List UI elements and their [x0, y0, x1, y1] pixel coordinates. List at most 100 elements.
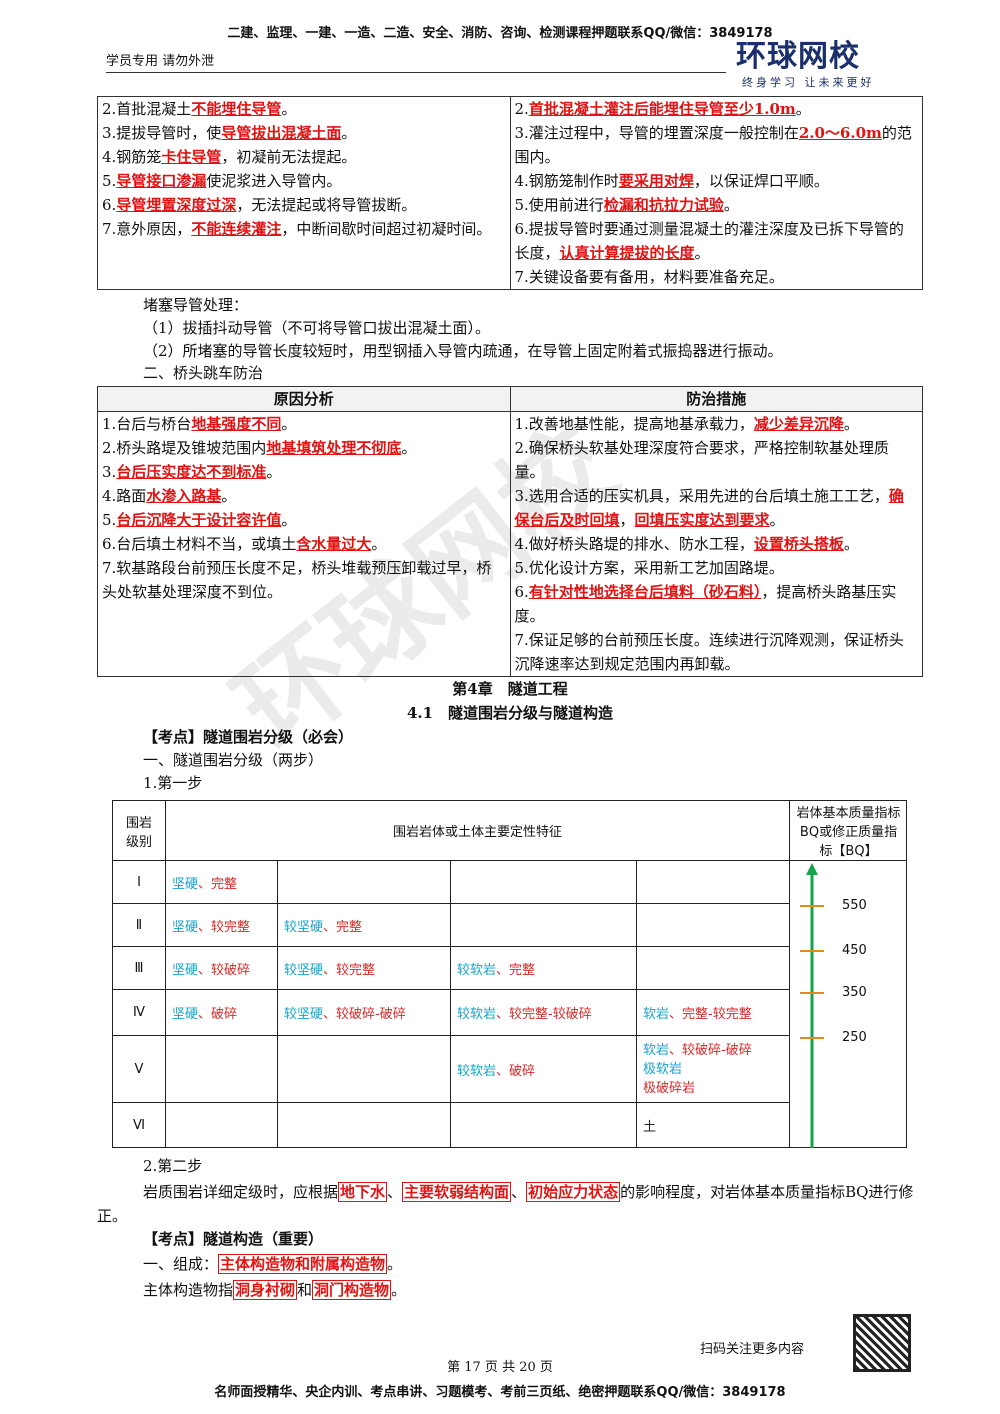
feature-cell	[637, 947, 790, 990]
feature-cell	[278, 1036, 451, 1103]
bq-tick-label: 250	[842, 1030, 867, 1045]
bq-arrow-icon	[800, 863, 824, 1148]
grade-header-text: 围岩级别	[125, 815, 152, 850]
feature-text: 、完整-较完整	[669, 1007, 752, 1022]
feature-cell: 土	[637, 1103, 790, 1148]
punctuation: 。	[391, 1281, 407, 1299]
measure-line: 5.优化设计方案，采用新工艺加固路堤。	[514, 559, 784, 577]
feature-cell: 坚硬、较完整	[166, 904, 278, 947]
feature-text: 极软岩	[643, 1061, 683, 1077]
cause-line: 2.首批混凝土不能埋住导管。	[102, 100, 297, 118]
feature-text: 坚硬	[172, 876, 199, 892]
cause-line: 1.台后与桥台地基强度不同。	[102, 415, 297, 433]
main-structure-line: 主体构造物指洞身衬砌和洞门构造物。	[143, 1278, 923, 1302]
feature-cell	[451, 1103, 637, 1148]
qr-code-icon[interactable]	[853, 1314, 911, 1372]
bq-header-text: 岩体基本质量指标BQ或修正质量指标【BQ】	[796, 806, 901, 859]
feature-text: 软岩	[643, 1007, 670, 1022]
bq-scale: 550 450 350 250	[790, 861, 907, 1148]
feature-cell: 较软岩、完整	[451, 947, 637, 990]
feature-text: 、破碎	[496, 1063, 536, 1079]
cause-line: 7.软基路段台前预压长度不足，桥头堆载预压卸载过早，桥头处软基处理深度不到位。	[102, 559, 492, 601]
kaodian-heading: 【考点】隧道构造（重要）	[143, 1230, 324, 1248]
cause-line: 2.桥头路堤及锥坡范围内地基填筑处理不彻底。	[102, 439, 417, 457]
keyword-box: 初始应力状态	[526, 1182, 621, 1202]
measure-line: 4.做好桥头路堤的排水、防水工程，设置桥头搭板。	[514, 535, 859, 553]
feature-cell: 较坚硬、较完整	[278, 947, 451, 990]
feature-text: 极破碎岩	[643, 1080, 696, 1096]
logo-brand-text: 环球网校	[736, 39, 860, 74]
feature-cell	[278, 1103, 451, 1148]
feature-header: 围岩岩体或土体主要定性特征	[166, 801, 790, 861]
cause-line: 6.台后填土材料不当，或填土含水量过大。	[102, 535, 387, 553]
measure-line: 2.确保桥头软基处理深度符合要求，严格控制软基处理质量。	[514, 439, 889, 481]
grade-cell: Ⅱ	[113, 904, 166, 947]
section-title: 4.1 隧道围岩分级与隧道构造	[406, 704, 614, 722]
bridge-jump-table: 原因分析 防治措施 1.台后与桥台地基强度不同。 2.桥头路堤及锥坡范围内地基填…	[97, 386, 923, 677]
step-2-text: 岩质围岩详细定级时，应根据	[143, 1183, 339, 1201]
step-2-text: 的影响程度，对岩体基本质量指标BQ进行修正。	[97, 1183, 914, 1225]
chapter-title: 第4章 隧道工程	[452, 680, 568, 698]
measure-line: 3.灌注过程中，导管的埋置深度一般控制在2.0～6.0m的范围内。	[514, 124, 912, 166]
feature-cell: 坚硬、较破碎	[166, 947, 278, 990]
separator: 、	[511, 1183, 527, 1201]
bq-tick-label: 450	[842, 943, 867, 958]
feature-text: 较坚硬	[284, 919, 324, 935]
composition-text: 一、组成：	[143, 1255, 219, 1273]
keyword-box: 主体构造物和附属构造物	[218, 1254, 388, 1274]
bq-tick-label: 350	[842, 985, 867, 1000]
cause-line: 6.导管埋置深度过深，无法提起或将导管拔断。	[102, 196, 417, 214]
column-header-cause: 原因分析	[97, 386, 511, 412]
blockage-item-1: （1）拔插抖动导管（不可将导管口拔出混凝土面）。	[143, 319, 491, 337]
feature-cell: 较坚硬、较破碎-破碎	[278, 990, 451, 1036]
feature-text: 较软岩	[457, 1007, 497, 1022]
feature-text: 、完整	[323, 919, 363, 935]
feature-text: 、完整	[496, 962, 536, 978]
cause-cell: 2.首批混凝土不能埋住导管。 3.提拔导管时，使导管拔出混凝土面。 4.钢筋笼卡…	[97, 96, 511, 290]
grade-cell: Ⅳ	[113, 990, 166, 1036]
feature-cell: 较软岩、破碎	[451, 1036, 637, 1103]
feature-text: 较坚硬	[284, 962, 324, 978]
measure-line: 3.选用合适的压实机具，采用先进的台后填土施工工艺，确保台后及时回填，回填压实度…	[514, 487, 904, 529]
feature-cell: 软岩、完整-较完整	[637, 990, 790, 1036]
keyword-box: 洞门构造物	[312, 1280, 392, 1300]
feature-cell	[451, 861, 637, 904]
measure-line: 5.使用前进行检漏和抗拉力试验。	[514, 196, 739, 214]
brand-logo: 环球网校 终身学习 让未来更好	[736, 40, 916, 92]
measure-cell: 1.改善地基性能，提高地基承载力，减少差异沉降。 2.确保桥头软基处理深度符合要…	[509, 411, 923, 677]
cause-line: 5.台后沉降大于设计容许值。	[102, 511, 297, 529]
student-note: 学员专用 请勿外泄	[106, 54, 215, 69]
feature-cell: 较坚硬、完整	[278, 904, 451, 947]
feature-text: 、较完整	[323, 962, 376, 978]
feature-cell	[637, 904, 790, 947]
feature-cell: 坚硬、破碎	[166, 990, 278, 1036]
feature-cell	[451, 904, 637, 947]
feature-text: 、较破碎-破碎	[669, 1042, 752, 1058]
cause-line: 7.意外原因，不能连续灌注，中断间歇时间超过初凝时间。	[102, 220, 492, 238]
feature-text: 较软岩	[457, 962, 497, 978]
feature-text: 坚硬	[172, 1007, 199, 1022]
feature-text: 、完整	[198, 876, 238, 892]
feature-cell	[637, 861, 790, 904]
feature-cell	[278, 861, 451, 904]
cause-line: 4.钢筋笼卡住导管，初凝前无法提起。	[102, 148, 357, 166]
feature-cell: 软岩、较破碎-破碎 极软岩 极破碎岩	[637, 1036, 790, 1103]
grade-cell: Ⅵ	[113, 1103, 166, 1148]
step-1-label: 1.第一步	[143, 774, 203, 792]
keyword-box: 地下水	[338, 1182, 388, 1202]
feature-text: 、较完整	[198, 919, 251, 935]
measure-cell: 2.首批混凝土灌注后能埋住导管至少1.0m。 3.灌注过程中，导管的埋置深度一般…	[509, 96, 923, 290]
cause-line: 3.台后压实度达不到标准。	[102, 463, 282, 481]
step-2-paragraph: 岩质围岩详细定级时，应根据地下水、主要软弱结构面、初始应力状态的影响程度，对岩体…	[97, 1180, 923, 1228]
feature-text: 坚硬	[172, 919, 199, 935]
composition-line: 一、组成：主体构造物和附属构造物。	[143, 1252, 923, 1276]
feature-text: 、破碎	[198, 1007, 238, 1022]
feature-line: 软岩、较破碎-破碎	[643, 1041, 752, 1060]
section-heading: 二、桥头跳车防治	[143, 364, 264, 382]
cause-line: 5.导管接口渗漏使泥浆进入导管内。	[102, 172, 342, 190]
cause-line: 3.提拔导管时，使导管拔出混凝土面。	[102, 124, 357, 142]
step-2-label: 2.第二步	[143, 1157, 203, 1175]
blockage-item-2: （2）所堵塞的导管长度较短时，用型钢插入导管内疏通，在导管上固定附着式振捣器进行…	[143, 342, 783, 360]
feature-text: 软岩	[643, 1042, 670, 1058]
